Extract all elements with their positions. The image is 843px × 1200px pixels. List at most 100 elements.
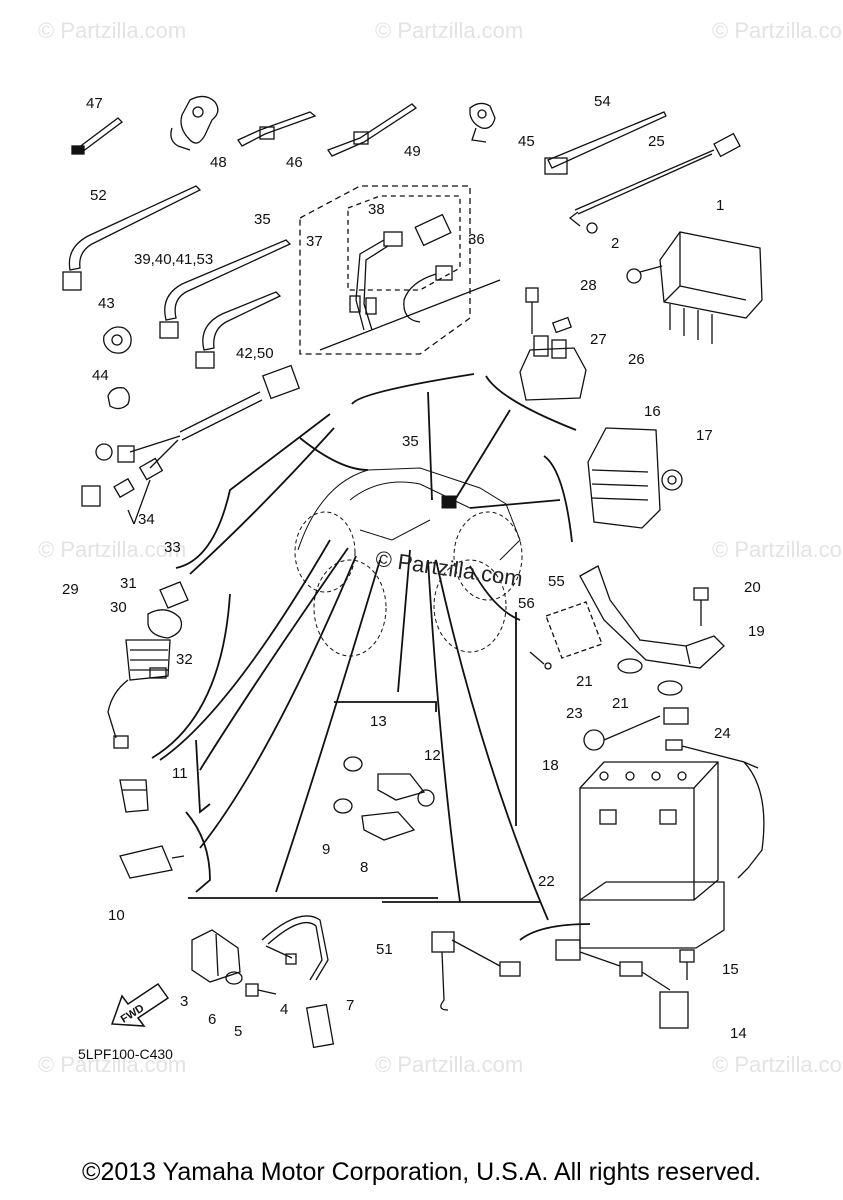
callout-32: 32	[176, 651, 193, 668]
leader-lines	[151, 373, 591, 941]
cable-tie-39-40-41-53	[159, 239, 292, 339]
callout-16: 16	[644, 403, 661, 420]
watermark-text: © Partzilla.com	[375, 1052, 524, 1077]
washer-9	[333, 798, 353, 814]
copyright-footer: ©2013 Yamaha Motor Corporation, U.S.A. A…	[82, 1158, 761, 1186]
fwd-arrow-icon	[110, 982, 170, 1027]
washer-6	[225, 971, 243, 985]
callout-18: 18	[542, 757, 559, 774]
cable-tie-49	[327, 103, 418, 157]
clamp-45	[469, 102, 496, 143]
cable-tie-42-50	[195, 291, 282, 369]
speed-sensor-14	[555, 939, 689, 1029]
atv-silhouette	[294, 467, 523, 657]
callout-51: 51	[376, 941, 393, 958]
callout-21-a: 21	[576, 673, 593, 690]
callout-9: 9	[322, 841, 331, 858]
cable-tie-52	[62, 185, 202, 291]
watermark-text: © Partzilla.com	[38, 18, 187, 43]
callout-19: 19	[748, 623, 765, 640]
watermark-text: © Partzilla.com	[38, 1052, 187, 1077]
callout-14: 14	[730, 1025, 747, 1042]
callout-44: 44	[92, 367, 109, 384]
sub-harness-25	[568, 132, 741, 234]
watermark-text: © Partzilla.com	[375, 18, 524, 43]
cover-55	[545, 601, 603, 659]
clamp-43	[103, 326, 132, 354]
callout-8: 8	[360, 859, 369, 876]
callout-20: 20	[744, 579, 761, 596]
damper-21b	[657, 680, 683, 696]
callout-11: 11	[172, 765, 188, 782]
watermark-text: © Partzilla.com	[38, 537, 187, 562]
callout-2: 2	[611, 235, 620, 252]
bolt-4	[265, 945, 297, 965]
callout-38: 38	[368, 201, 385, 218]
battery-box-bracket-19	[579, 565, 725, 669]
callout-25: 25	[648, 133, 665, 150]
clamp-44	[107, 387, 130, 410]
cable-tie-46	[237, 111, 317, 147]
callout-49: 49	[404, 143, 421, 160]
callout-34: 34	[138, 511, 155, 528]
callout-26: 26	[628, 351, 645, 368]
bolt-2	[626, 265, 663, 284]
callout-21-b: 21	[612, 695, 629, 712]
positive-lead-24	[665, 739, 765, 879]
callout-3: 3	[180, 993, 189, 1010]
callout-29: 29	[62, 581, 79, 598]
speed-sensor-51	[431, 931, 521, 1011]
bolt-15	[679, 949, 695, 980]
cable-tie-54	[544, 111, 667, 175]
plug-cap-7	[261, 915, 335, 1049]
bolt-28	[525, 287, 539, 334]
callout-23: 23	[566, 705, 583, 722]
sensor-10	[119, 845, 185, 879]
battery-pad-22	[579, 881, 725, 949]
callout-5: 5	[234, 1023, 243, 1040]
callout-55: 55	[548, 573, 565, 590]
callout-47: 47	[86, 95, 103, 112]
clamp-48	[170, 95, 219, 151]
wire-harness-33	[81, 364, 301, 525]
starter-relay-26	[519, 316, 587, 401]
nut-17	[661, 469, 683, 491]
callout-15: 15	[722, 961, 739, 978]
callout-7: 7	[346, 997, 355, 1014]
callout-30: 30	[110, 599, 127, 616]
bolt-20	[693, 587, 709, 626]
watermark-text: © Partzilla.com	[712, 1052, 843, 1077]
neutral-switch-12	[377, 773, 435, 807]
reverse-switch-8	[361, 811, 416, 841]
negative-lead-23	[583, 707, 689, 751]
callout-42-50: 42,50	[236, 345, 274, 362]
callout-43: 43	[98, 295, 115, 312]
callout-22: 22	[538, 873, 555, 890]
callout-10: 10	[108, 907, 125, 924]
callout-13: 13	[370, 713, 387, 730]
main-switch-29	[107, 581, 189, 749]
ignition-coil-3	[191, 929, 241, 983]
diagram-code: 5LPF100-C430	[78, 1046, 173, 1062]
callout-54: 54	[594, 93, 611, 110]
callout-4: 4	[280, 1001, 289, 1018]
callout-35: 35	[254, 211, 271, 228]
callout-39-40-41-53: 39,40,41,53	[134, 251, 214, 268]
callout-31: 31	[120, 575, 137, 592]
watermark-text: © Partzilla.com	[712, 537, 843, 562]
callout-56: 56	[518, 595, 535, 612]
callout-37: 37	[306, 233, 323, 250]
callout-28: 28	[580, 277, 597, 294]
callout-12: 12	[424, 747, 441, 764]
pin-56	[529, 651, 552, 670]
thermo-unit-11	[119, 779, 149, 813]
callout-52: 52	[90, 187, 107, 204]
cdi-unit-1	[659, 231, 763, 344]
rectifier-regulator-16	[587, 427, 661, 529]
callout-33: 33	[164, 539, 181, 556]
callout-6: 6	[208, 1011, 217, 1028]
battery-18	[579, 761, 719, 901]
bolt-5	[245, 983, 277, 997]
callout-24: 24	[714, 725, 731, 742]
